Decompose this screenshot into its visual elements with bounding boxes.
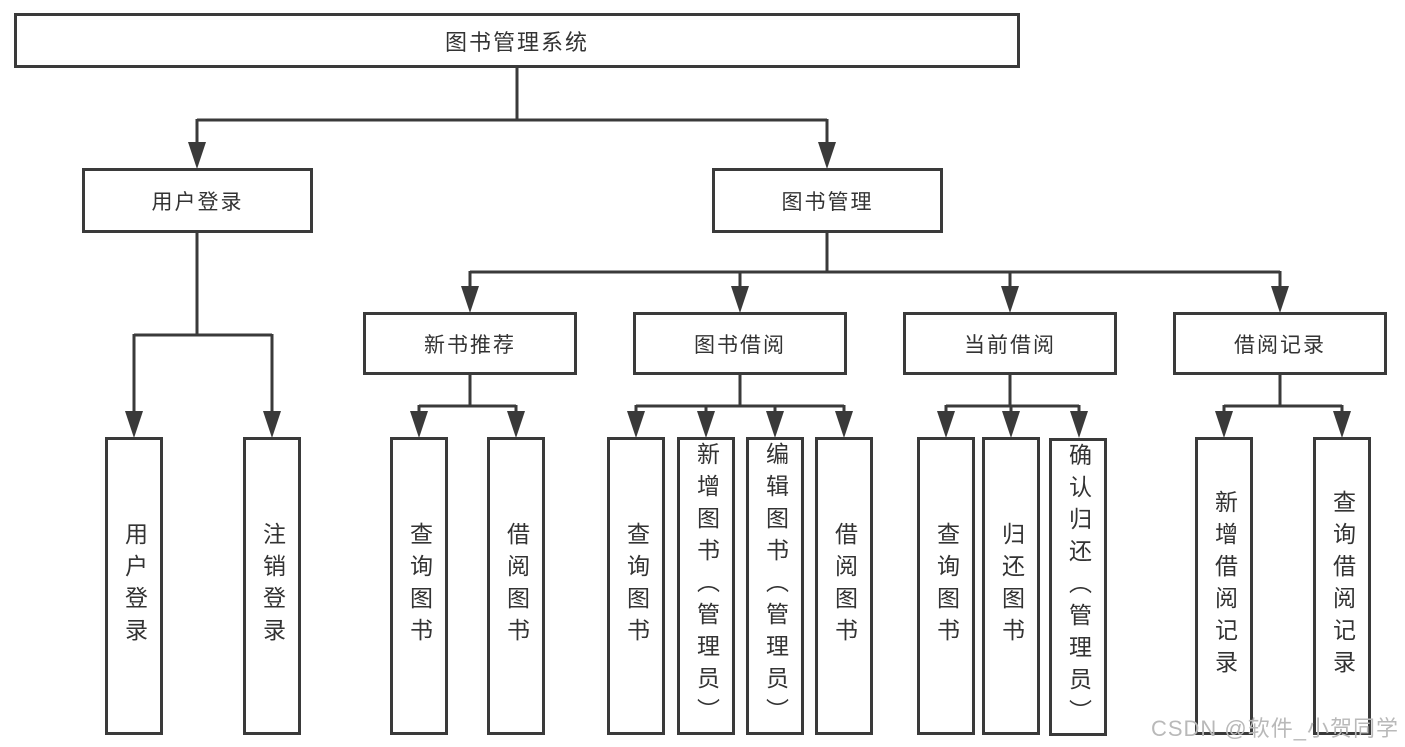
node-leaf-current-query-books: 查询图书 — [917, 437, 975, 735]
node-borrow-records-label: 借阅记录 — [1234, 333, 1326, 357]
node-current-borrow-label: 当前借阅 — [964, 333, 1056, 357]
node-leaf-logout-label: 注销登录 — [259, 522, 286, 650]
node-leaf-borrow-query-books: 查询图书 — [607, 437, 665, 735]
node-leaf-add-books-admin: 新增图书（管理员） — [677, 437, 735, 735]
node-leaf-user-login: 用户登录 — [105, 437, 163, 735]
node-leaf-borrow-query-books-label: 查询图书 — [623, 522, 650, 650]
node-book-management: 图书管理 — [712, 168, 943, 233]
node-new-book-recommend-label: 新书推荐 — [424, 333, 516, 357]
node-leaf-confirm-return-admin: 确认归还（管理员） — [1049, 438, 1107, 736]
node-leaf-recommend-query-books-label: 查询图书 — [406, 522, 433, 650]
node-leaf-return-books-label: 归还图书 — [998, 522, 1025, 650]
node-leaf-add-books-admin-label: 新增图书（管理员） — [693, 442, 720, 730]
node-book-borrow: 图书借阅 — [633, 312, 847, 375]
arrowheads — [125, 142, 1351, 438]
node-leaf-borrow-books-label: 借阅图书 — [831, 522, 858, 650]
node-leaf-query-borrow-record: 查询借阅记录 — [1313, 437, 1371, 735]
node-user-login-label: 用户登录 — [151, 190, 244, 214]
node-root-system: 图书管理系统 — [14, 13, 1020, 68]
node-root-system-label: 图书管理系统 — [444, 29, 589, 55]
node-user-login: 用户登录 — [82, 168, 313, 233]
node-leaf-recommend-query-books: 查询图书 — [390, 437, 448, 735]
csdn-watermark: CSDN @软件_小贺同学 — [1150, 716, 1399, 741]
node-leaf-confirm-return-admin-label: 确认归还（管理员） — [1065, 443, 1092, 731]
node-leaf-recommend-borrow-books: 借阅图书 — [487, 437, 545, 735]
node-leaf-return-books: 归还图书 — [982, 437, 1040, 735]
node-book-management-label: 图书管理 — [781, 190, 874, 214]
node-borrow-records: 借阅记录 — [1173, 312, 1387, 375]
node-leaf-logout: 注销登录 — [243, 437, 301, 735]
node-current-borrow: 当前借阅 — [903, 312, 1117, 375]
node-leaf-edit-books-admin: 编辑图书（管理员） — [746, 437, 804, 735]
node-book-borrow-label: 图书借阅 — [694, 333, 786, 357]
node-leaf-add-borrow-record: 新增借阅记录 — [1195, 437, 1253, 735]
node-leaf-edit-books-admin-label: 编辑图书（管理员） — [762, 442, 789, 730]
node-leaf-user-login-label: 用户登录 — [121, 522, 148, 650]
node-leaf-add-borrow-record-label: 新增借阅记录 — [1211, 490, 1238, 682]
node-new-book-recommend: 新书推荐 — [363, 312, 577, 375]
node-leaf-borrow-books: 借阅图书 — [815, 437, 873, 735]
node-leaf-query-borrow-record-label: 查询借阅记录 — [1329, 490, 1356, 682]
node-leaf-recommend-borrow-books-label: 借阅图书 — [503, 522, 530, 650]
node-leaf-current-query-books-label: 查询图书 — [933, 522, 960, 650]
